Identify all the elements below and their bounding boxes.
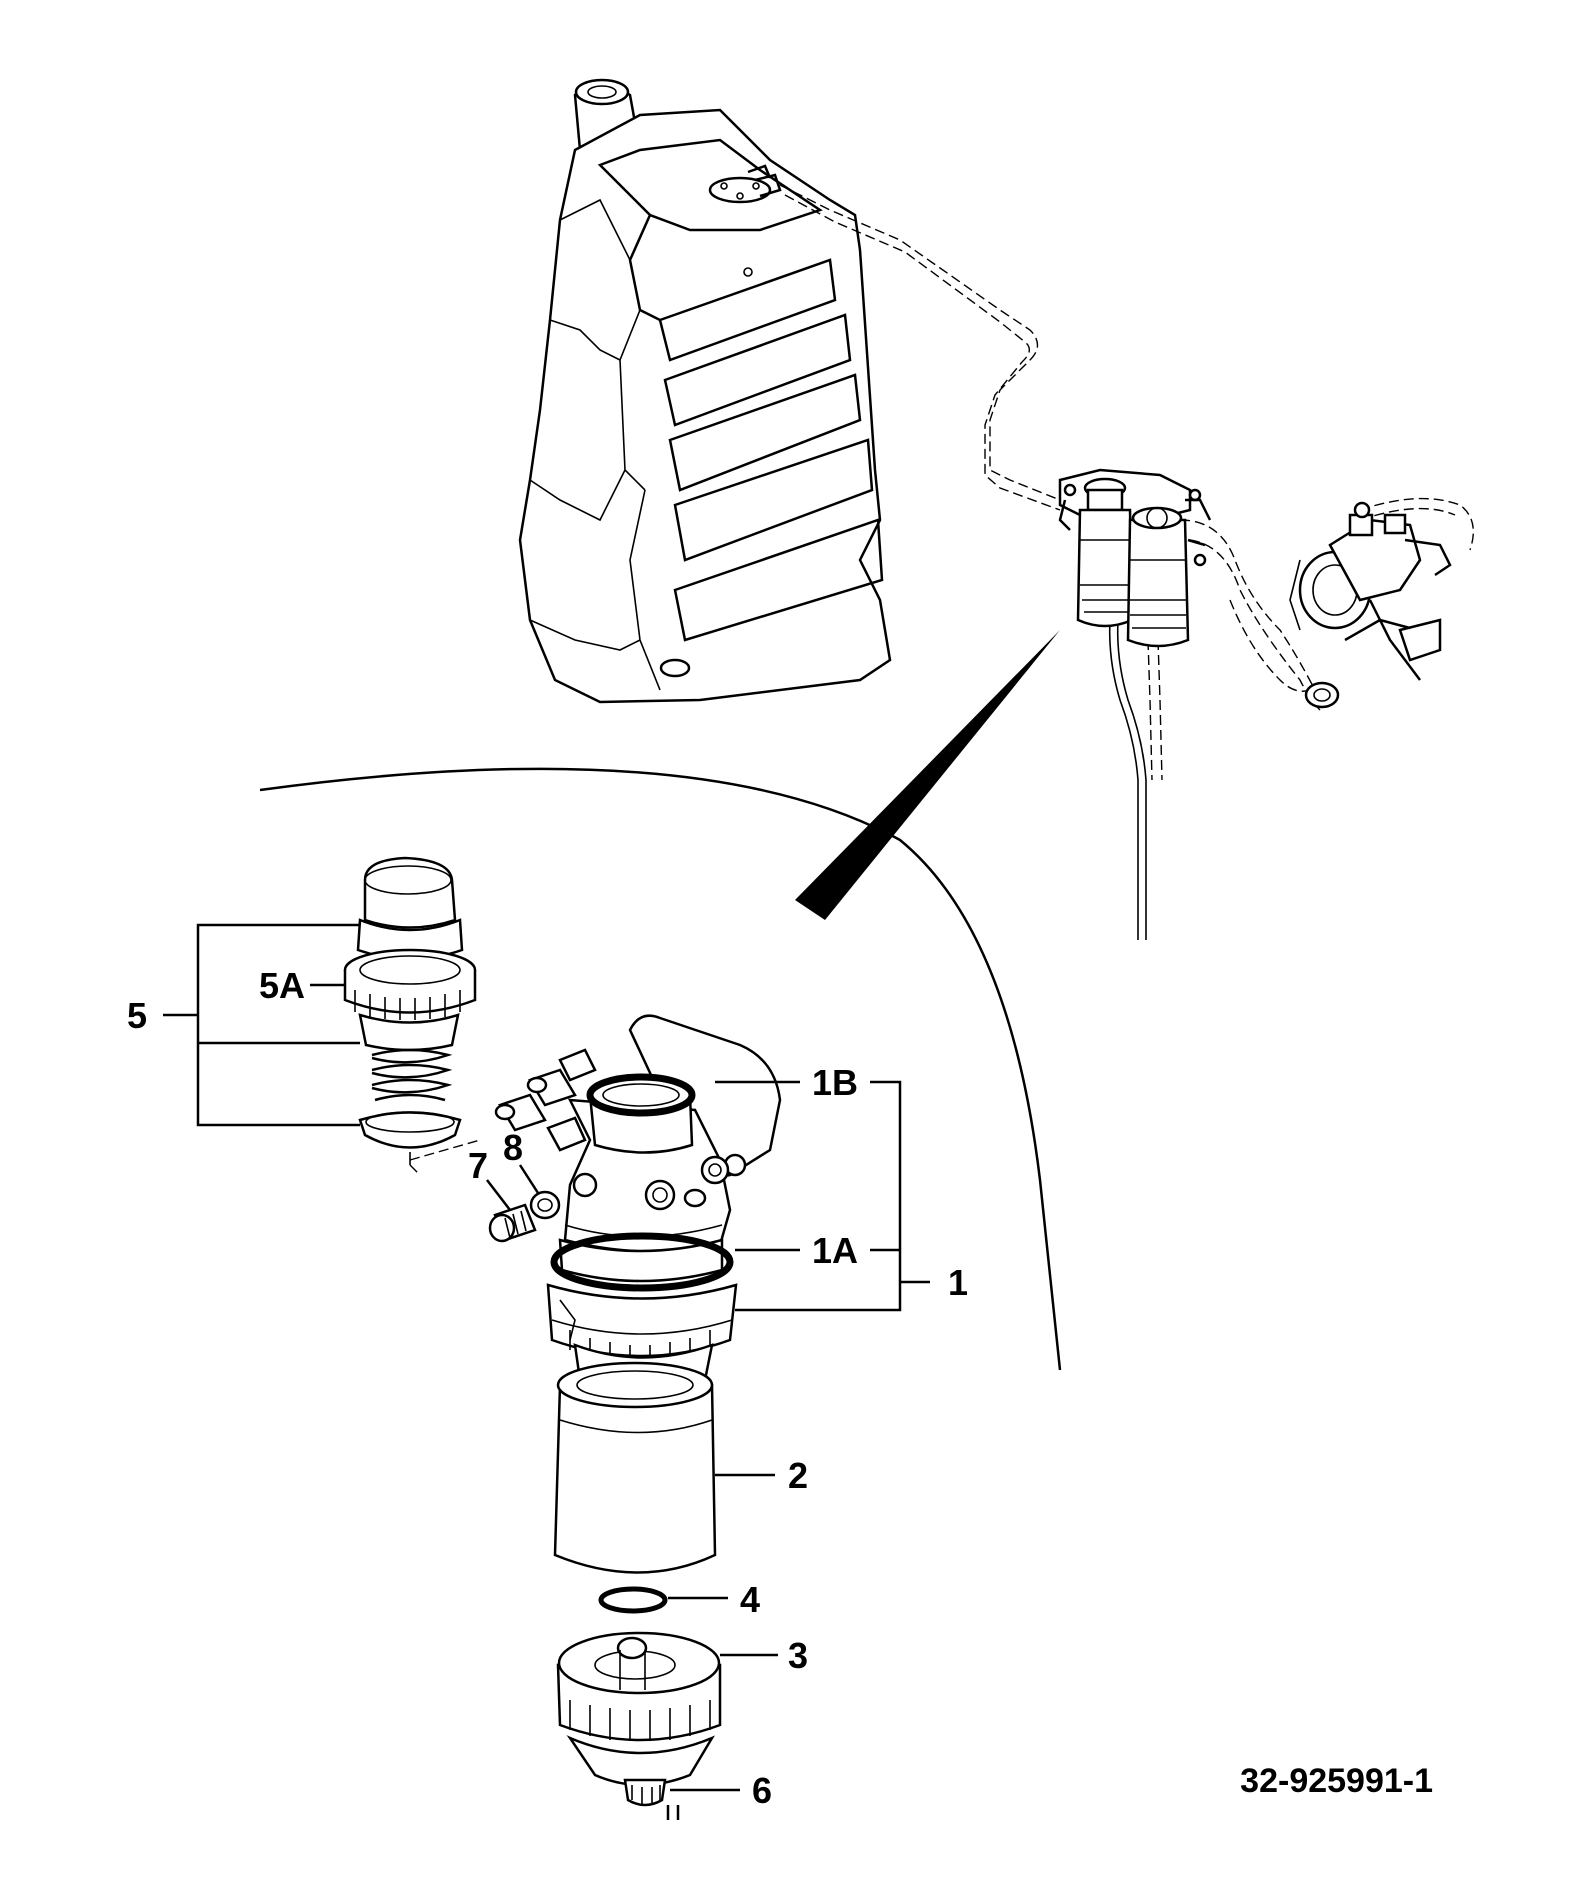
callout-2: 2 (788, 1455, 808, 1496)
callout-1b: 1B (812, 1062, 858, 1103)
callout-5a: 5A (259, 965, 305, 1006)
callout-4: 4 (740, 1579, 760, 1620)
document-number: 32-925991-1 (1240, 1762, 1433, 1800)
zoom-wedge (795, 630, 1060, 920)
item-5-primer-pump (343, 856, 481, 1176)
fuel-pump-drawing (1289, 501, 1452, 709)
item-5-bracket (163, 923, 360, 1127)
callout-7: 7 (468, 1145, 488, 1186)
items-7-8-screw-washer (486, 1164, 561, 1243)
installed-filter-assembly (1058, 468, 1212, 648)
item-3-water-bowl (556, 1631, 778, 1820)
callout-1a: 1A (812, 1230, 858, 1271)
callout-3: 3 (788, 1635, 808, 1676)
callout-5: 5 (127, 995, 147, 1036)
item-2-filter-element (553, 1361, 775, 1574)
detail-view-arc (259, 767, 1062, 1371)
callout-8: 8 (503, 1127, 523, 1168)
callout-1: 1 (948, 1262, 968, 1303)
callout-labels: 5 5A 1B 1A 1 7 8 2 4 3 6 (127, 965, 968, 1811)
fuel-tank-drawing (518, 78, 892, 704)
callout-6: 6 (752, 1770, 772, 1811)
item-4-o-ring (598, 1586, 728, 1614)
item-1-bracket (715, 1080, 930, 1312)
